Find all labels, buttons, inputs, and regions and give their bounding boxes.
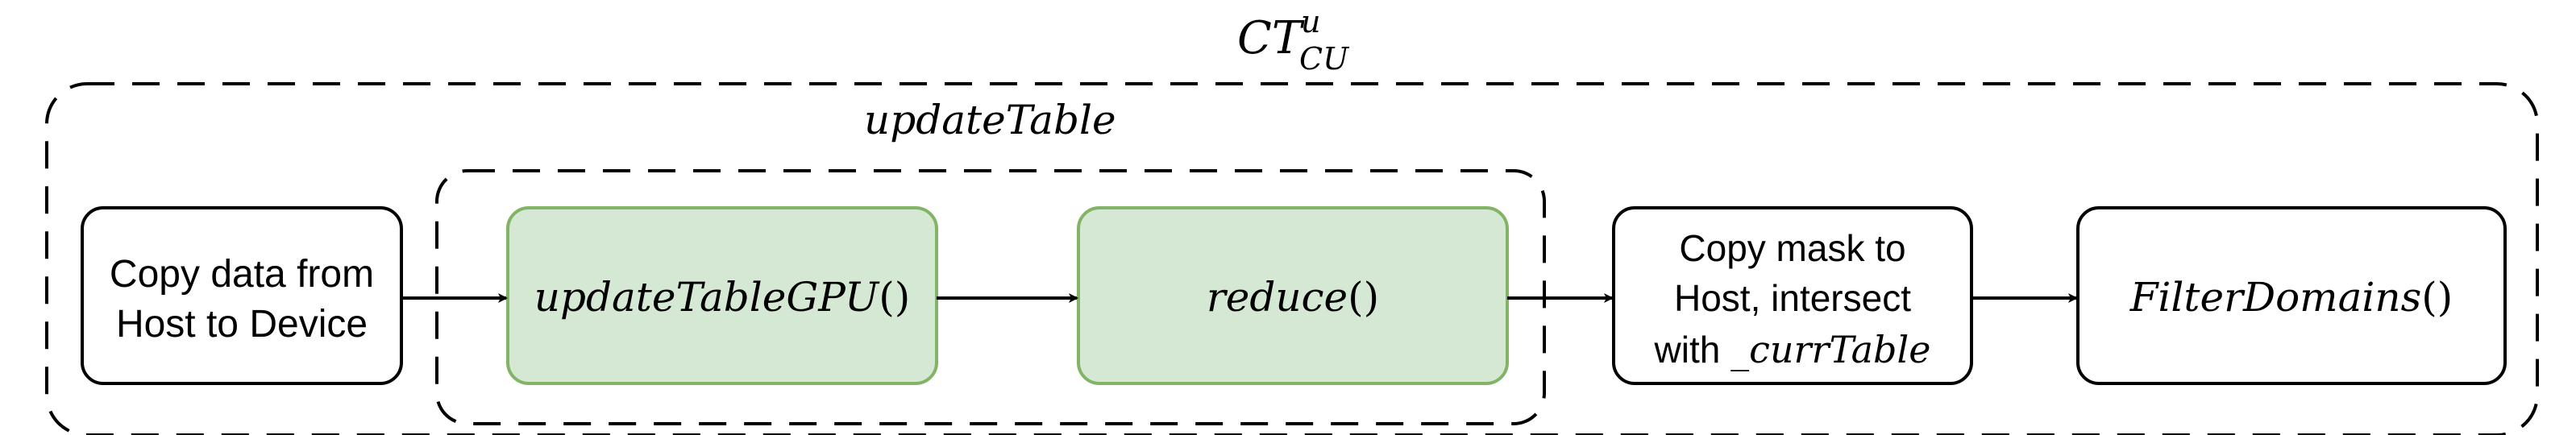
node-update-table-gpu-label: updateTableGPU() bbox=[534, 274, 910, 321]
outer-title-main: CT bbox=[1237, 12, 1305, 64]
node-copy-mask-line2: Host, intersect bbox=[1674, 277, 1911, 319]
node-reduce-label: reduce() bbox=[1207, 274, 1379, 321]
node-copy-to-device-line2: Host to Device bbox=[116, 303, 368, 346]
node-filter-domains: FilterDomains() bbox=[2076, 206, 2507, 385]
node-filter-domains-label: FilterDomains() bbox=[2129, 274, 2453, 321]
node-filter-domains-parens: () bbox=[2421, 274, 2453, 321]
node-copy-mask-line3-prefix: with bbox=[1654, 329, 1731, 371]
node-copy-mask-line1: Copy mask to bbox=[1679, 227, 1905, 269]
node-reduce-parens: () bbox=[1348, 274, 1379, 321]
outer-title-sup: u bbox=[1301, 4, 1320, 39]
node-copy-mask-line3-var: _currTable bbox=[1730, 328, 1930, 371]
inner-title: updateTable bbox=[864, 97, 1116, 143]
node-copy-to-device: Copy data from Host to Device bbox=[81, 206, 403, 385]
outer-title-sub: CU bbox=[1299, 41, 1350, 77]
node-update-table-gpu: updateTableGPU() bbox=[506, 206, 938, 385]
node-copy-mask-line3: with _currTable bbox=[1654, 328, 1931, 371]
node-reduce-name: reduce bbox=[1207, 274, 1348, 321]
node-reduce: reduce() bbox=[1077, 206, 1509, 385]
node-copy-to-device-line1: Copy data from bbox=[110, 253, 374, 296]
outer-title: CT bbox=[1237, 12, 1305, 64]
node-update-table-gpu-parens: () bbox=[879, 274, 910, 321]
node-update-table-gpu-name: updateTableGPU bbox=[534, 274, 880, 321]
node-copy-mask: Copy mask to Host, intersect with _currT… bbox=[1612, 206, 1973, 385]
node-filter-domains-name: FilterDomains bbox=[2129, 274, 2422, 321]
